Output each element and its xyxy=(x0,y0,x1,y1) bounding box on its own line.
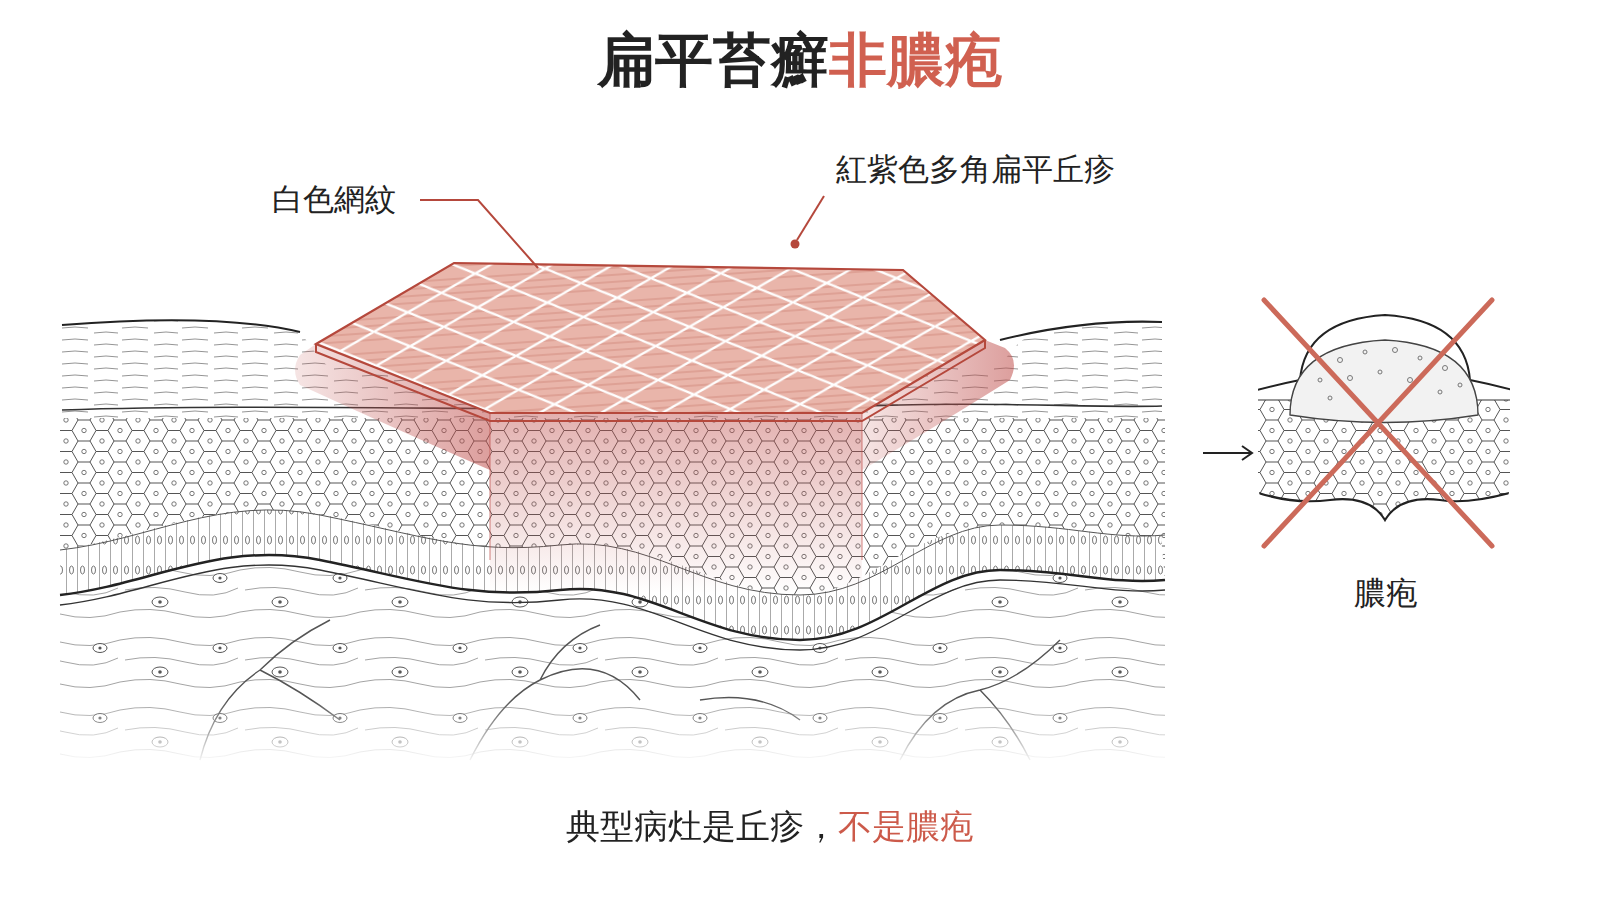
papule-edge xyxy=(490,413,862,560)
callout-label: 紅紫色多角扁平丘疹 xyxy=(836,151,1115,188)
papule-rim xyxy=(316,340,985,421)
callout-label: 白色網紋 xyxy=(272,181,396,218)
inset-label: 膿疱 xyxy=(1354,574,1418,612)
leader-dot xyxy=(791,240,800,249)
arrow-symbol xyxy=(1203,446,1252,460)
title: 扁平苔癬非膿疱 xyxy=(597,26,1003,96)
skin-surface xyxy=(62,320,300,332)
caption: 典型病灶是丘疹，不是膿疱 xyxy=(566,806,974,847)
skin-surface xyxy=(1000,322,1162,340)
leader-line xyxy=(797,196,824,240)
papule-top xyxy=(316,263,985,413)
papule-column xyxy=(490,413,862,593)
cross-mark xyxy=(1264,300,1492,546)
leader-line xyxy=(420,200,538,268)
